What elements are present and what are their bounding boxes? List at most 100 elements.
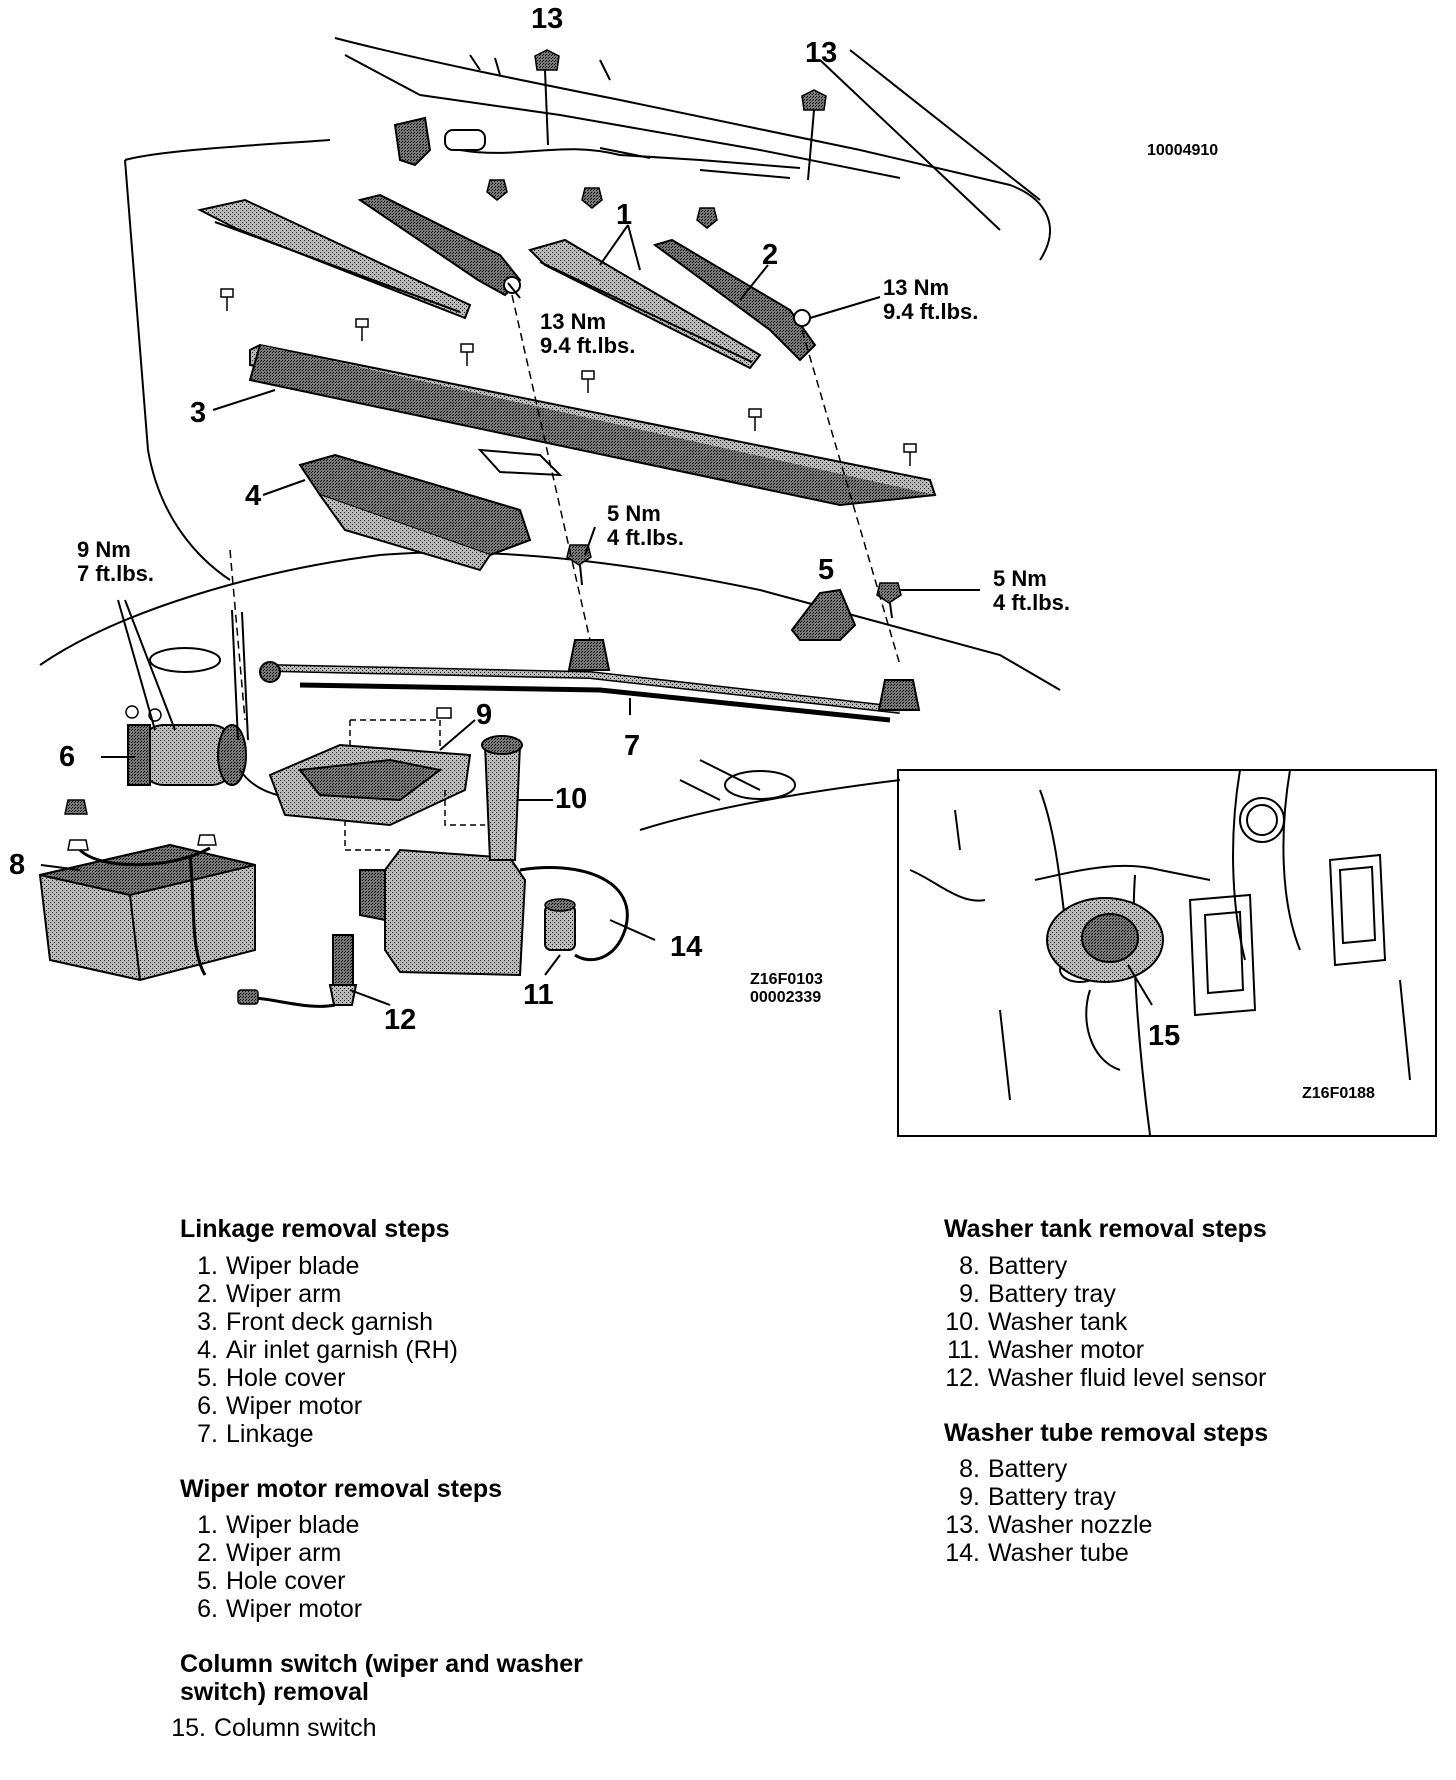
step-label: Battery tray <box>988 1483 1116 1511</box>
air-inlet-garnish <box>298 453 532 572</box>
step-number: 8. <box>959 1251 980 1280</box>
column-switch-steps-list: 15. Column switch <box>168 1714 583 1742</box>
hole-cover <box>790 588 857 641</box>
torque-arm-right: 13 Nm 9.4 ft.lbs. <box>883 275 979 325</box>
column-switch-removal-section: Column switch (wiper and washer switch) … <box>168 1650 583 1742</box>
hood-clips <box>486 179 718 229</box>
step-label: Washer tank <box>988 1307 1128 1336</box>
step-number: 12. <box>945 1363 980 1392</box>
step-item: 7.Linkage <box>180 1420 583 1448</box>
step-item: 1.Wiper blade <box>180 1252 583 1280</box>
step-label: Front deck garnish <box>226 1307 434 1336</box>
washer-tank <box>359 735 527 977</box>
wiper-motor-removal-title: Wiper motor removal steps <box>180 1474 503 1503</box>
step-label: Wiper arm <box>226 1539 342 1567</box>
washer-nozzle-right <box>801 89 827 181</box>
washer-nozzle-left <box>534 49 560 146</box>
step-number: 8. <box>959 1455 980 1483</box>
step-number: 5. <box>197 1363 218 1392</box>
step-number: 6. <box>197 1595 218 1623</box>
leader-lines <box>40 224 980 1006</box>
garnish-screws <box>220 288 917 466</box>
step-label: Air inlet garnish (RH) <box>226 1335 459 1364</box>
step-number: 2. <box>197 1279 218 1308</box>
step-label: Battery tray <box>988 1279 1116 1308</box>
callout-15: 15 <box>1148 1020 1181 1052</box>
step-number: 14. <box>945 1539 980 1567</box>
step-number: 6. <box>197 1391 218 1420</box>
callout-5: 5 <box>818 554 835 586</box>
step-label: Wiper motor <box>226 1391 363 1420</box>
drawing-id: 10004910 <box>1147 142 1219 159</box>
step-item: 5.Hole cover <box>180 1364 583 1392</box>
step-item: 12. Washer fluid level sensor <box>932 1364 1268 1392</box>
step-label: Hole cover <box>226 1567 346 1595</box>
torque-pivot-right: 5 Nm 4 ft.lbs. <box>993 566 1071 616</box>
step-label: Washer fluid level sensor <box>988 1363 1267 1392</box>
step-item: 1.Wiper blade <box>180 1511 583 1539</box>
step-label: Washer tube <box>988 1539 1129 1567</box>
callout-12: 12 <box>384 1004 417 1036</box>
step-item: 8. Battery <box>932 1252 1268 1280</box>
callout-10: 10 <box>555 783 588 815</box>
step-item: 15. Column switch <box>168 1714 583 1742</box>
column-switch-title-line1: Column switch (wiper and washer <box>180 1650 583 1678</box>
hood-outline <box>334 37 1051 261</box>
step-number: 4. <box>197 1335 218 1364</box>
step-item: 2. Wiper arm <box>180 1539 583 1567</box>
step-number: 1. <box>197 1251 218 1280</box>
battery-nut <box>64 799 88 815</box>
step-item: 9.Battery tray <box>932 1280 1268 1308</box>
step-label: Wiper motor <box>226 1595 363 1623</box>
callout-9: 9 <box>476 699 493 731</box>
engine-bay-outline <box>39 139 1061 831</box>
step-number: 11. <box>947 1335 980 1364</box>
hood-hinge <box>393 116 432 167</box>
exploded-diagram: 13 13 1 2 3 4 5 6 7 8 9 10 11 12 14 15 1… <box>9 5 1437 1137</box>
washer-tube-removal-section: Washer tube removal steps 8. Battery 9. Bat… <box>932 1418 1269 1567</box>
step-number: 13. <box>945 1511 980 1539</box>
step-number: 9. <box>959 1483 980 1511</box>
linkage-removal-title: Linkage removal steps <box>180 1215 450 1243</box>
step-label: Battery <box>988 1251 1068 1280</box>
callout-6: 6 <box>59 741 76 773</box>
column-switch-illustration <box>1046 897 1164 983</box>
callout-4: 4 <box>245 480 262 512</box>
pivot-bolt-left <box>566 544 592 586</box>
wiper-blade-left <box>197 198 472 320</box>
step-number: 2. <box>197 1539 218 1567</box>
step-item: 2.Wiper arm <box>180 1280 583 1308</box>
washer-tube-removal-title: Washer tube removal steps <box>944 1418 1269 1447</box>
callout-11: 11 <box>523 979 554 1011</box>
wiper-arm-left <box>357 193 522 297</box>
step-number: 15. <box>171 1714 206 1742</box>
step-item: 13. Washer nozzle <box>932 1511 1268 1539</box>
callout-14: 14 <box>670 931 703 963</box>
step-number: 3. <box>197 1307 218 1336</box>
torque-pivot-left: 5 Nm 4 ft.lbs. <box>607 501 685 551</box>
step-label: Battery <box>988 1455 1068 1483</box>
front-deck-garnish <box>248 343 937 507</box>
step-label: Column switch <box>214 1714 377 1742</box>
washer-tank-removal-title: Washer tank removal steps <box>944 1215 1267 1243</box>
assembly-lines <box>229 294 901 721</box>
step-label: Wiper blade <box>226 1511 360 1539</box>
step-item: 11.Washer motor <box>932 1336 1268 1364</box>
wiper-motor <box>125 705 247 786</box>
leader-15 <box>1127 964 1153 1006</box>
inset-frame <box>897 769 1437 1137</box>
battery-opening <box>149 647 221 673</box>
figure-code-inset: Z16F0188 <box>1302 1085 1375 1102</box>
wiper-blade-right <box>528 238 762 370</box>
step-label: Washer nozzle <box>988 1511 1153 1539</box>
callout-2: 2 <box>762 239 779 271</box>
